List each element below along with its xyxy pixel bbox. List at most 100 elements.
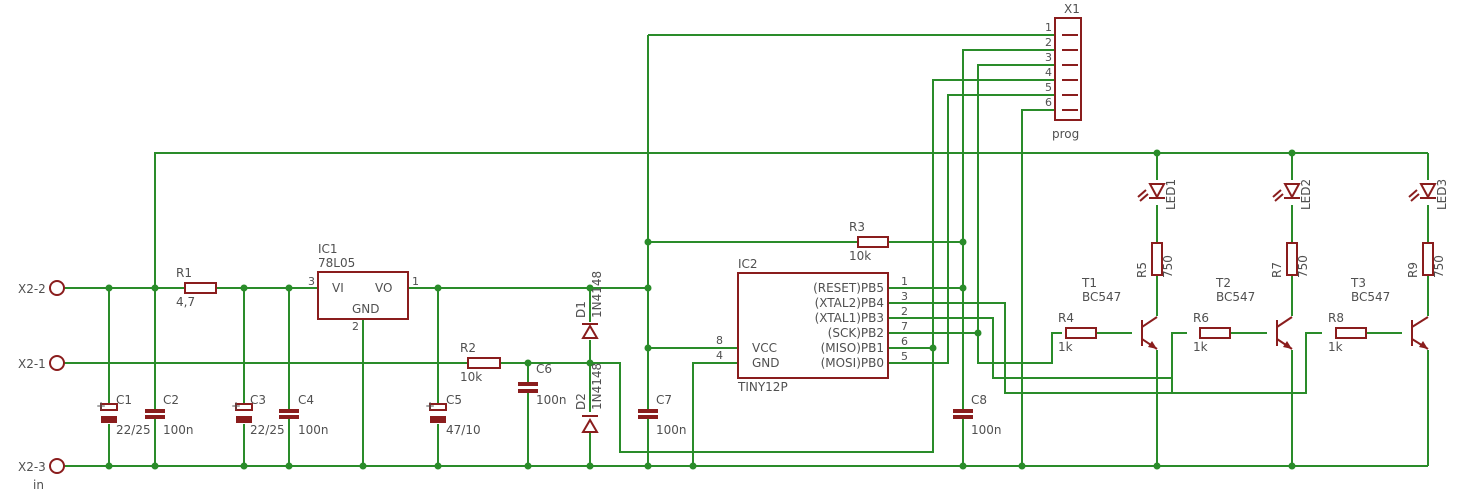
capacitor-c6: C6 100n [518, 362, 567, 407]
ic2-pin-num-5: 6 [901, 335, 908, 348]
capacitor-c4: C4 100n [279, 393, 329, 437]
label-x2-2: X2-2 [18, 282, 46, 296]
led1-name: LED1 [1164, 179, 1178, 210]
ic2-pin-label-3: (XTAL1)PB3 [815, 311, 884, 325]
c3-value: 22/25 [250, 423, 285, 437]
c1-value: 22/25 [116, 423, 151, 437]
label-x2-1: X2-1 [18, 357, 46, 371]
ic1-pin-out: 1 [412, 275, 419, 288]
r7-name: R7 [1270, 262, 1284, 278]
r1-value: 4,7 [176, 295, 195, 309]
t1-value: BC547 [1082, 290, 1121, 304]
ic1-name: IC1 [318, 242, 338, 256]
ic2-pin-label-2: (XTAL2)PB4 [815, 296, 884, 310]
r9-value: 750 [1432, 255, 1446, 278]
c1-name: C1 [116, 393, 132, 407]
x1-pin-5: 5 [1045, 81, 1052, 94]
c5-name: C5 [446, 393, 462, 407]
r6-name: R6 [1193, 311, 1209, 325]
ic2-value: TINY12P [737, 380, 788, 394]
svg-text:+: + [231, 399, 241, 413]
regulator-ic1: IC1 78L05 VI VO GND 3 1 2 [308, 242, 419, 333]
r5-name: R5 [1135, 262, 1149, 278]
r1-name: R1 [176, 266, 192, 280]
terminal-x2-2 [49, 280, 65, 296]
wires [64, 34, 1429, 467]
led3-name: LED3 [1435, 179, 1449, 210]
r5-value: 750 [1161, 255, 1175, 278]
c3-name: C3 [250, 393, 266, 407]
r4-name: R4 [1058, 311, 1074, 325]
r2-name: R2 [460, 341, 476, 355]
svg-text:+: + [96, 399, 106, 413]
c4-value: 100n [298, 423, 329, 437]
r3-name: R3 [849, 220, 865, 234]
r7-value: 750 [1296, 255, 1310, 278]
resistor-r2: R2 10k [460, 341, 501, 384]
transistor-t3: T3 BC547 [1350, 276, 1429, 350]
ic2-pin-gnd: 4 [716, 349, 723, 362]
transistor-t1: T1 BC547 [1081, 276, 1158, 350]
svg-text:+: + [425, 399, 435, 413]
c2-value: 100n [163, 423, 194, 437]
ic2-pin-label-6: (MOSI)PB0 [821, 356, 884, 370]
d2-name: D2 [574, 393, 588, 410]
resistor-r1: R1 4,7 [176, 266, 217, 309]
resistor-r4: R4 1k [1058, 311, 1097, 354]
resistor-r6: R6 1k [1193, 311, 1231, 354]
resistor-r3: R3 10k [849, 220, 889, 263]
x1-pin-2: 2 [1045, 36, 1052, 49]
terminal-x2-1 [49, 355, 65, 371]
ic2-pin-num-4: 7 [901, 320, 908, 333]
ic2-pin-vcc: 8 [716, 334, 723, 347]
x1-pin-6: 6 [1045, 96, 1052, 109]
ic2-pin-num-6: 5 [901, 350, 908, 363]
c7-name: C7 [656, 393, 672, 407]
ic2-pin-num-3: 2 [901, 305, 908, 318]
diode-d1: D1 1N4148 [574, 271, 604, 339]
t3-value: BC547 [1351, 290, 1390, 304]
x1-name: X1 [1064, 2, 1080, 16]
connector-x2: X2-2 X2-1 X2-3 in [18, 280, 65, 492]
d1-name: D1 [574, 301, 588, 318]
led-led3: LED3 [1408, 179, 1449, 210]
ic1-vo: VO [375, 281, 392, 295]
ic1-vi: VI [332, 281, 344, 295]
resistor-r9: R9 750 [1406, 242, 1446, 278]
ic1-pin-gnd: 2 [352, 320, 359, 333]
c8-name: C8 [971, 393, 987, 407]
c4-name: C4 [298, 393, 314, 407]
diode-d2: D2 1N4148 [574, 363, 604, 433]
x1-pin-3: 3 [1045, 51, 1052, 64]
c6-value: 100n [536, 393, 567, 407]
capacitor-c3: + C3 22/25 [231, 393, 285, 437]
ic2-pin-label-4: (SCK)PB2 [828, 326, 884, 340]
transistor-t2: T2 BC547 [1215, 276, 1293, 350]
capacitor-c2: C2 100n [145, 393, 194, 437]
capacitor-c7: C7 100n [638, 393, 687, 437]
r9-name: R9 [1406, 262, 1420, 278]
r8-name: R8 [1328, 311, 1344, 325]
capacitor-c5: + C5 47/10 [425, 393, 481, 437]
ic2-pin-label-1: (RESET)PB5 [813, 281, 884, 295]
junctions [105, 149, 1296, 470]
c8-value: 100n [971, 423, 1002, 437]
r6-value: 1k [1193, 340, 1208, 354]
led-led2: LED2 [1272, 179, 1313, 210]
r3-value: 10k [849, 249, 871, 263]
ic2-vcc: VCC [752, 341, 777, 355]
d2-value: 1N4148 [590, 363, 604, 410]
r4-value: 1k [1058, 340, 1073, 354]
c7-value: 100n [656, 423, 687, 437]
x1-pin-1: 1 [1045, 21, 1052, 34]
ic2-pin-label-5: (MISO)PB1 [821, 341, 884, 355]
d1-value: 1N4148 [590, 271, 604, 318]
led2-name: LED2 [1299, 179, 1313, 210]
t2-name: T2 [1215, 276, 1231, 290]
capacitor-c1: + C1 22/25 [96, 393, 151, 437]
t2-value: BC547 [1216, 290, 1255, 304]
x1-pin-4: 4 [1045, 66, 1052, 79]
resistor-r8: R8 1k [1328, 311, 1367, 354]
connector-x1: X1 prog 1 2 3 4 5 6 [1045, 2, 1082, 141]
